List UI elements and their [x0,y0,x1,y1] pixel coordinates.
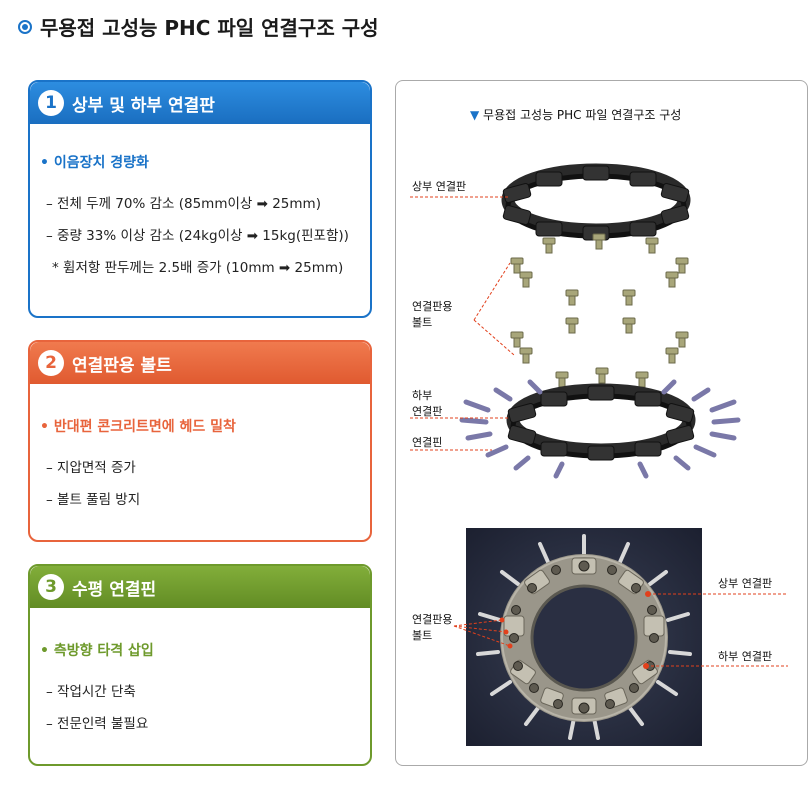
card-heading: 상부 및 하부 연결판 [72,95,215,116]
pin-group [459,379,741,479]
card-line: – 중량 33% 이상 감소 (24kg이상 ➡ 15kg(핀포함)) [46,228,349,244]
photo-label-bolt-line2: 볼트 [412,629,433,642]
card-subtitle: • 반대편 콘크리트면에 헤드 밀착 [40,419,236,435]
diagram-panel [395,80,808,766]
label-bolt-line1: 연결판용 [412,300,453,313]
label-upper-plate: 상부 연결판 [412,180,467,193]
card-header: 1 상부 및 하부 연결판 [30,82,370,124]
bullet-circle-icon [18,19,32,34]
card-heading: 연결판용 볼트 [72,355,172,376]
bolt-group [510,233,689,388]
label-lower-line1: 하부 [412,389,433,402]
card-number: 2 [38,350,64,376]
card-upper-lower-plate: 1 상부 및 하부 연결판 • 이음장치 경량화 – 전체 두께 70% 감소 … [28,80,372,318]
card-line: – 지압면적 증가 [46,460,136,476]
diagram-caption: ▼ 무용접 고성능 PHC 파일 연결구조 구성 [470,108,682,122]
photo-leader-lines [453,593,788,667]
card-horizontal-pin: 3 수평 연결핀 • 측방향 타격 삽입 – 작업시간 단축 – 전문인력 불필… [28,564,372,766]
label-lower-line2: 연결판 [412,405,443,418]
card-line: – 전체 두께 70% 감소 (85mm이상 ➡ 25mm) [46,196,321,212]
lower-plate-ring [506,383,696,461]
card-subtitle: • 이음장치 경량화 [40,155,149,171]
label-bolt-line2: 볼트 [412,316,433,329]
photo-bolt-heads [509,560,659,714]
photo-inner-hole [532,586,636,690]
leader-lines [410,196,515,451]
page-title-text: 무용접 고성능 PHC 파일 연결구조 구성 [40,16,379,40]
card-number: 1 [38,90,64,116]
card-line: * 휨저항 판두께는 2.5배 증가 (10mm ➡ 25mm) [52,260,344,276]
card-line: – 볼트 풀림 방지 [46,492,141,508]
card-subtitle: • 측방향 타격 삽입 [40,643,154,659]
photo-label-bolt-line1: 연결판용 [412,613,453,626]
label-pin: 연결핀 [412,436,443,449]
assembled-plate-photo [466,528,702,746]
card-plate-bolt: 2 연결판용 볼트 • 반대편 콘크리트면에 헤드 밀착 – 지압면적 증가 –… [28,340,372,542]
page-title: 무용접 고성능 PHC 파일 연결구조 구성 [18,12,379,41]
card-line: – 작업시간 단축 [46,684,136,700]
card-header: 2 연결판용 볼트 [30,342,370,384]
card-heading: 수평 연결핀 [72,579,157,600]
card-number: 3 [38,574,64,600]
photo-label-upper-plate: 상부 연결판 [718,577,773,590]
upper-plate-ring [501,163,691,241]
card-header: 3 수평 연결핀 [30,566,370,608]
photo-pins [476,534,692,740]
card-line: – 전문인력 불필요 [46,716,149,732]
photo-label-lower-plate: 하부 연결판 [718,650,773,663]
exploded-view-illustration [410,163,741,479]
